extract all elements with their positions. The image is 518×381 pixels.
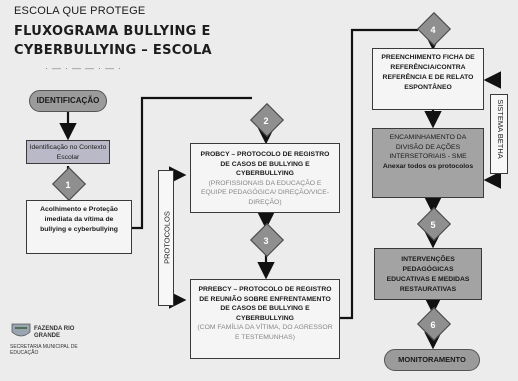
prrebcy-title: PRREBCY – PROTOCOLO DE REGISTRO DE REUNI…: [198, 286, 332, 322]
decorative-dots: ·—·——·—·: [45, 63, 125, 73]
diamond-4-label: 4: [430, 25, 436, 35]
diamond-1-label: 1: [65, 180, 71, 190]
probcy-box: PROBCY – PROTOCOLO DE REGISTRO DE CASOS …: [190, 143, 340, 213]
sistema-betha-label: SISTEMA BETHA: [496, 99, 505, 159]
diamond-3-label: 3: [263, 236, 269, 246]
preenchimento-box: PREENCHIMENTO FICHA DE REFERÊNCIA/CONTRA…: [372, 48, 484, 110]
probcy-title: PROBCY – PROTOCOLO DE REGISTRO DE CASOS …: [200, 151, 330, 177]
monitoramento-end: MONITORAMENTO: [384, 349, 480, 371]
diamond-2-label: 2: [263, 116, 269, 126]
municipality-logo: FAZENDA RIO GRANDE SECRETARIA MUNICIPAL …: [10, 322, 90, 372]
encaminhamento-bold: Anexar todos os protocolos: [382, 162, 474, 170]
diamond-6-label: 6: [430, 320, 436, 330]
encaminhamento-text: ENCAMINHAMENTO DA DIVISÃO DE AÇÕES INTER…: [389, 134, 467, 160]
identificacao-start: IDENTIFICAÇÃO: [29, 90, 107, 112]
prrebcy-subtitle: (COM FAMÍLIA DA VÍTIMA, DO AGRESSOR E TE…: [197, 324, 333, 341]
logo-secretaria: SECRETARIA MUNICIPAL DE EDUCAÇÃO: [10, 344, 78, 356]
protocolos-label: PROTOCOLOS: [162, 211, 172, 264]
encaminhamento-box: ENCAMINHAMENTO DA DIVISÃO DE AÇÕES INTER…: [372, 128, 484, 198]
prrebcy-box: PRREBCY – PROTOCOLO DE REGISTRO DE REUNI…: [190, 279, 340, 359]
main-title: FLUXOGRAMA BULLYING E CYBERBULLYING – ES…: [14, 22, 212, 60]
diamond-5-label: 5: [430, 220, 436, 230]
shield-icon: [11, 323, 31, 337]
protocolos-label-box: PROTOCOLOS: [158, 170, 174, 306]
eyebrow-title: ESCOLA QUE PROTEGE: [14, 5, 146, 17]
intervencoes-box: INTERVENÇÕES PEDAGÓGICAS EDUCATIVAS E ME…: [374, 248, 482, 300]
title-line-2: CYBERBULLYING – ESCOLA: [14, 43, 212, 58]
identificacao-contexto-box: Identificação no Contexto Escolar: [26, 140, 110, 164]
title-line-1: FLUXOGRAMA BULLYING E: [14, 24, 211, 39]
logo-name: FAZENDA RIO GRANDE: [34, 326, 75, 339]
probcy-subtitle: (PROFISSIONAIS DA EDUCAÇÃO E EQUIPE PEDA…: [200, 179, 330, 206]
sistema-betha-box: SISTEMA BETHA: [490, 94, 508, 174]
acolhimento-box: Acolhimento e Proteção imediata da vítim…: [26, 200, 132, 254]
